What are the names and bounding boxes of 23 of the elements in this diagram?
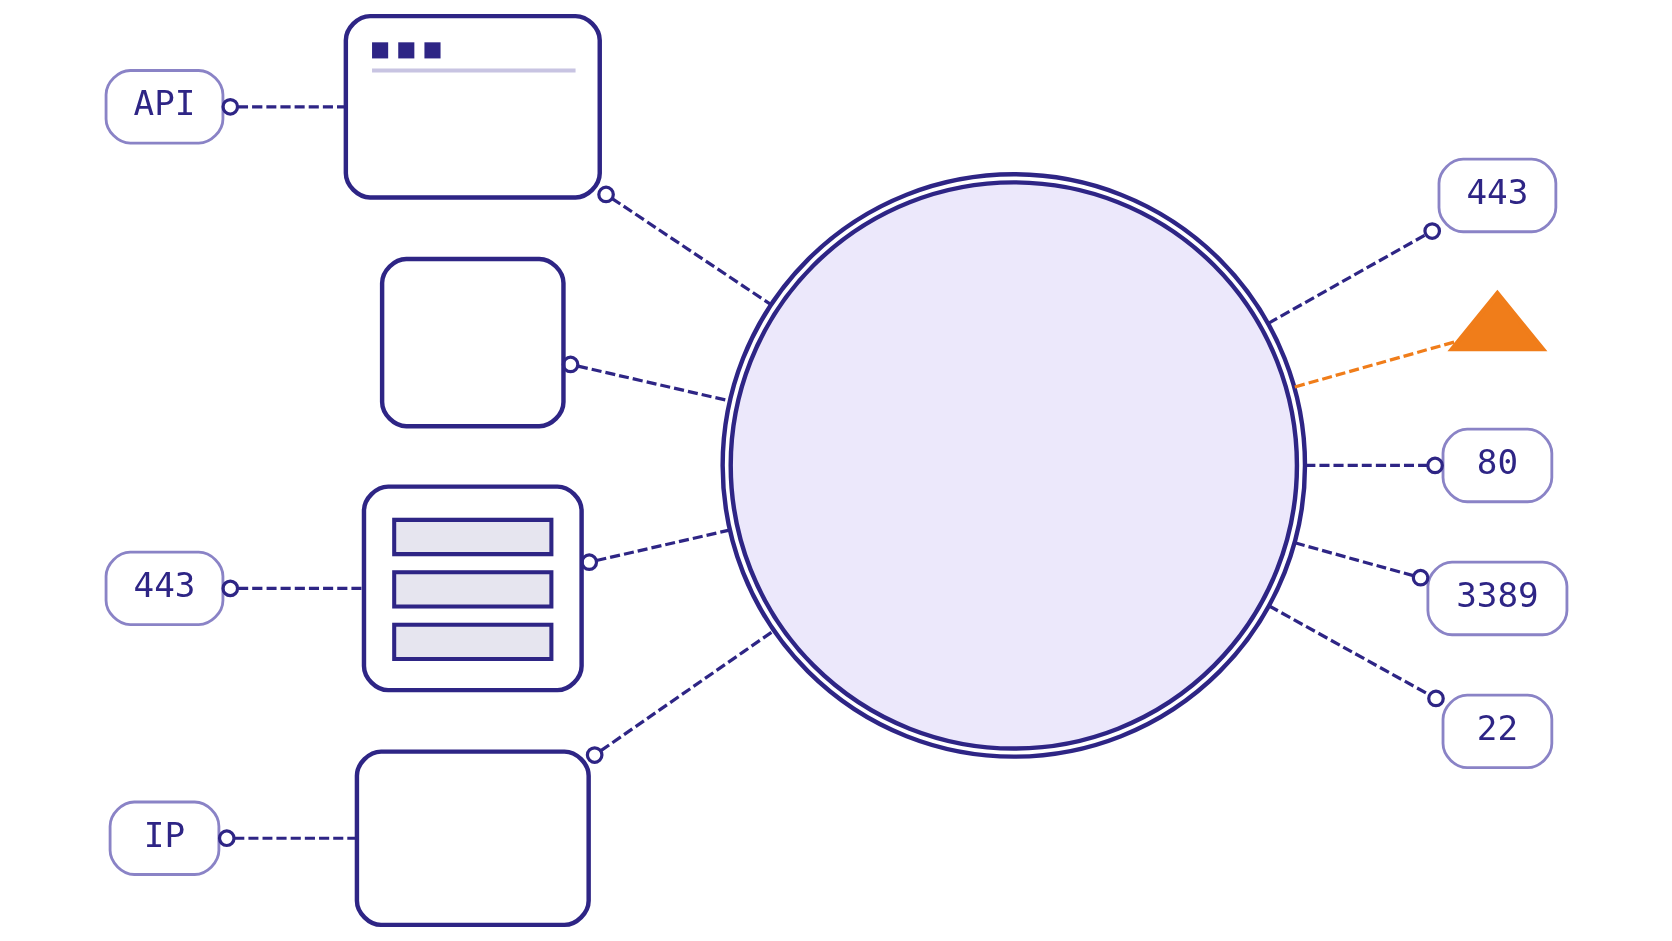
node-box — [379, 256, 566, 429]
node-box: 3389 — [1426, 560, 1568, 637]
node-triangle — [1446, 289, 1547, 352]
node-box — [343, 13, 602, 200]
connector — [1293, 339, 1459, 389]
node-box: 22 — [1441, 693, 1553, 770]
connector — [596, 185, 772, 306]
node-box: API — [104, 69, 224, 145]
connector — [1267, 604, 1445, 708]
connector — [220, 579, 363, 598]
node-box: 443 — [1437, 157, 1557, 234]
node-box — [354, 749, 591, 928]
connector — [1266, 222, 1441, 325]
connector — [220, 97, 346, 116]
node-box — [361, 484, 584, 693]
node-box: 443 — [104, 550, 224, 627]
connector — [217, 829, 357, 848]
node-box: IP — [108, 800, 220, 876]
node-circle — [719, 172, 1307, 759]
connector — [1304, 456, 1444, 475]
connector — [585, 629, 775, 764]
node-box: 80 — [1441, 427, 1553, 504]
connector — [1293, 541, 1429, 587]
